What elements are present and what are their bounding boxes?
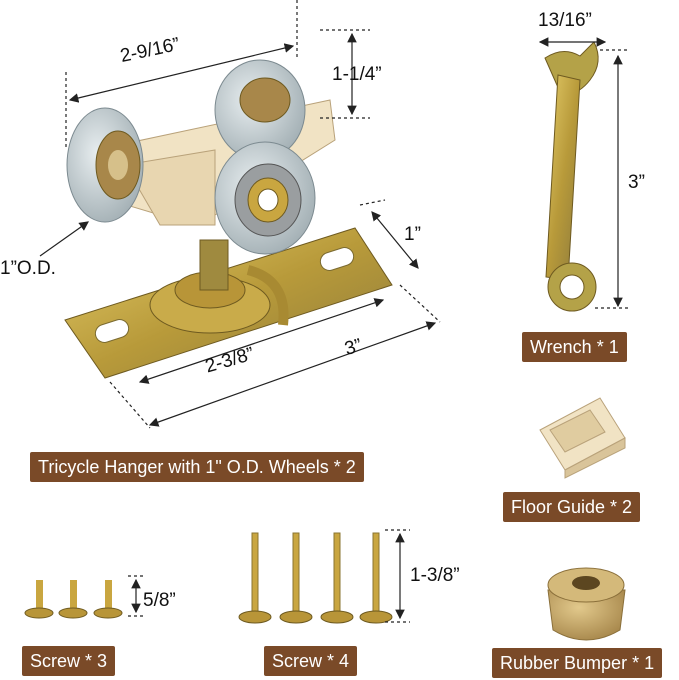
- tricycle-hanger-image: [64, 59, 393, 379]
- rubber-bumper-image: [547, 567, 626, 641]
- long-screw-dimension: 1-3/8”: [410, 565, 460, 586]
- small-screw-dimension: 5/8”: [143, 590, 176, 611]
- small-screw-dimension-lines: [128, 575, 145, 617]
- floor-guide-label: Floor Guide * 2: [503, 492, 641, 522]
- wheel-od-dimension: 1”O.D.: [0, 258, 56, 279]
- wrench-dimension-lines: [538, 37, 630, 309]
- hanger-height-dimension: 1-1/4”: [332, 64, 382, 85]
- long-screw-label: Screw * 4: [264, 646, 358, 676]
- small-screws-image: [24, 580, 123, 619]
- hanger-dimension-lines: [39, 0, 441, 429]
- tricycle-hanger-label: Tricycle Hanger with 1" O.D. Wheels * 2: [30, 452, 364, 482]
- rubber-bumper-label: Rubber Bumper * 1: [492, 648, 663, 678]
- floor-guide-image: [539, 397, 626, 479]
- plate-width-dimension: 1”: [404, 224, 421, 245]
- long-screws-image: [238, 532, 393, 624]
- long-screw-dimension-lines: [385, 529, 410, 623]
- wrench-label: Wrench * 1: [522, 332, 627, 362]
- wrench-size-dimension: 13/16”: [538, 10, 592, 31]
- wrench-image: [544, 41, 599, 312]
- wrench-length-dimension: 3”: [628, 172, 645, 193]
- small-screw-label: Screw * 3: [22, 646, 116, 676]
